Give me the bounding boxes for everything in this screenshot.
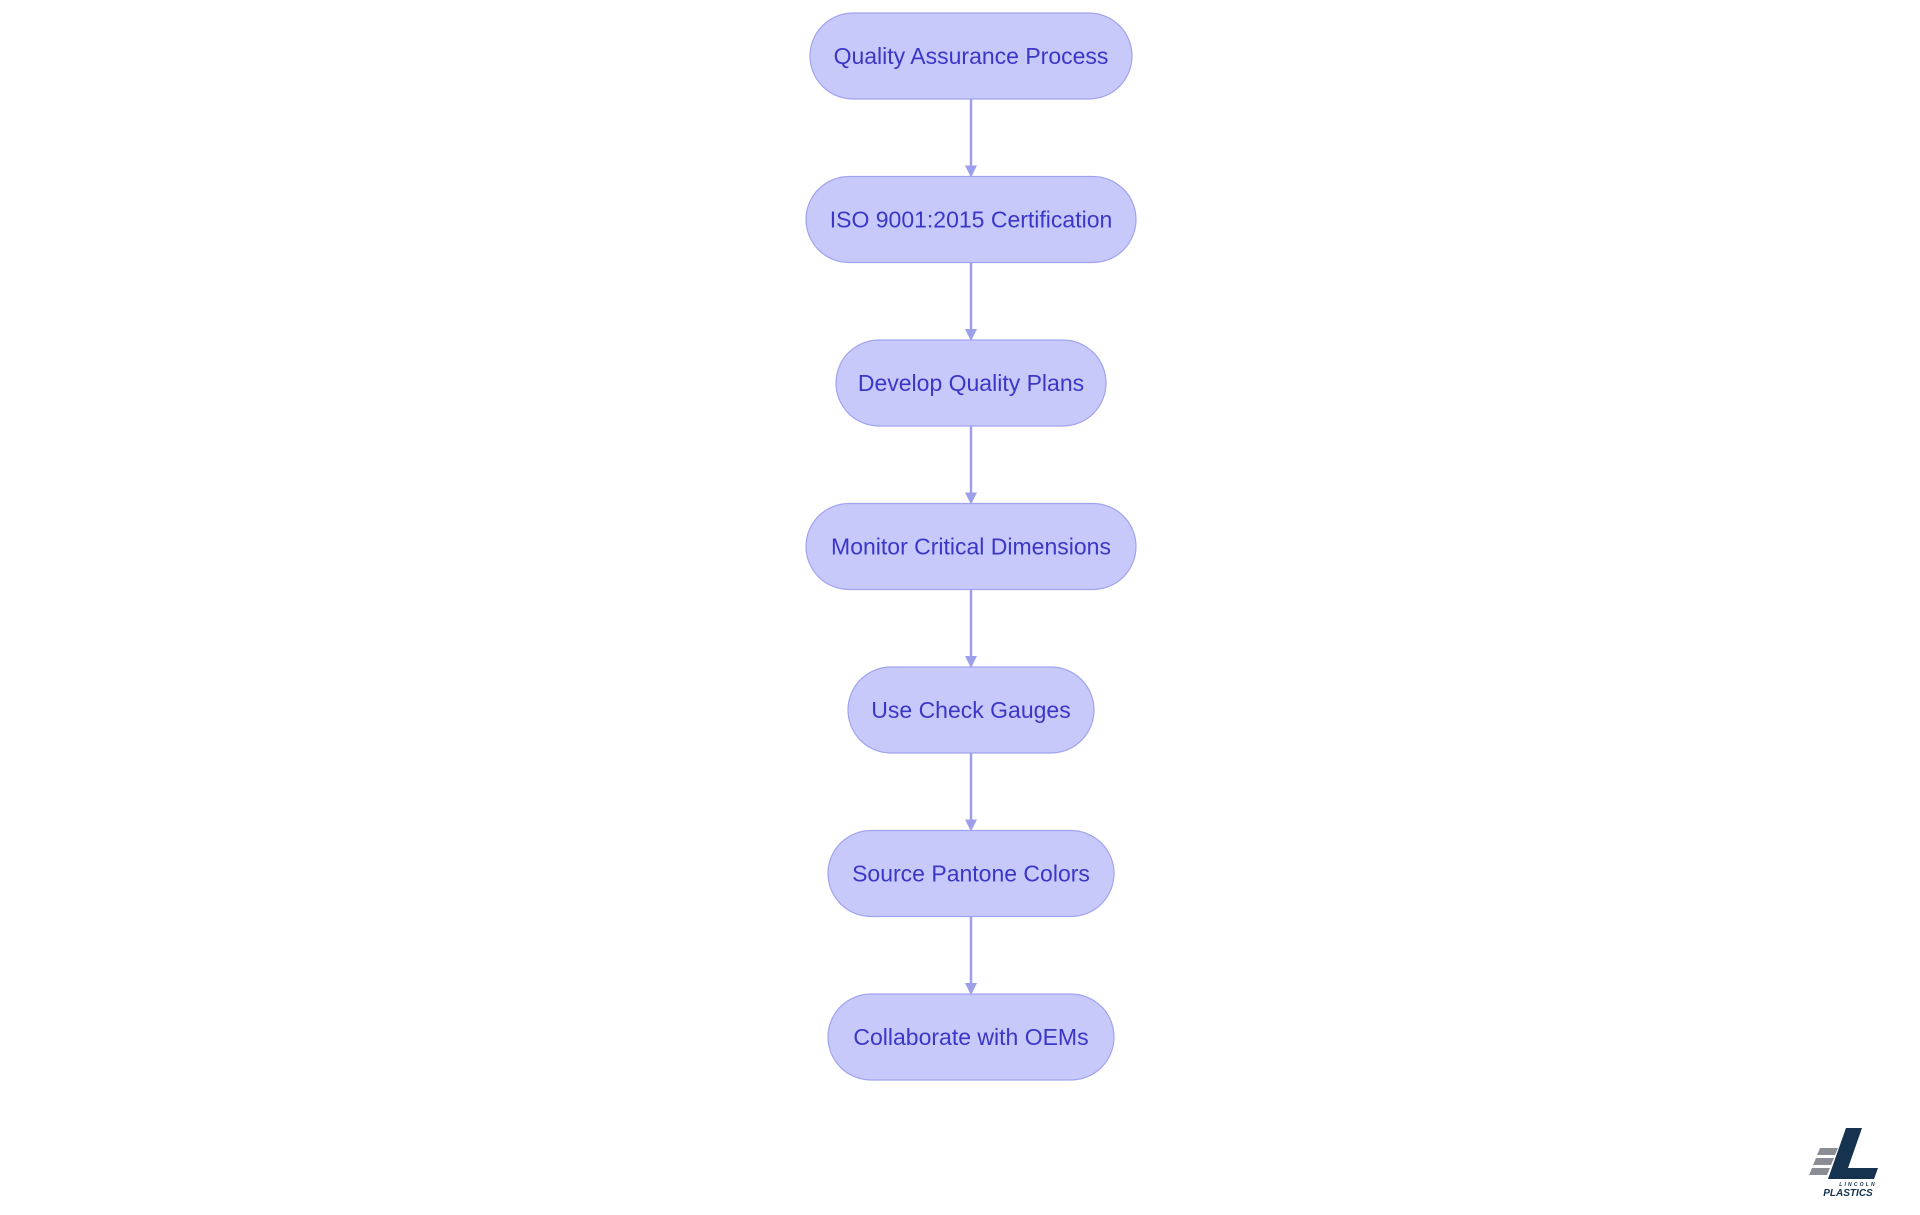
flow-node-shape — [805, 175, 1137, 264]
flow-node-label: ISO 9001:2015 Certification — [830, 207, 1113, 233]
logo-letter-icon — [1828, 1128, 1878, 1179]
flow-node: ISO 9001:2015 Certification — [805, 175, 1137, 264]
flow-node-label: Collaborate with OEMs — [853, 1024, 1088, 1050]
flow-node-label: Quality Assurance Process — [834, 43, 1109, 69]
flow-node-shape — [827, 993, 1115, 1081]
logo-top-word: LINCOLN — [1839, 1182, 1877, 1188]
flow-node-label: Develop Quality Plans — [858, 370, 1084, 396]
flow-node: Quality Assurance Process — [809, 12, 1133, 100]
flow-node-label: Monitor Critical Dimensions — [831, 534, 1111, 560]
flow-node: Source Pantone Colors — [827, 829, 1115, 918]
flow-node-shape — [805, 502, 1137, 591]
flow-node-shape — [809, 12, 1133, 100]
flow-node: Develop Quality Plans — [835, 339, 1107, 427]
flow-node: Use Check Gauges — [847, 666, 1095, 754]
flow-node-label: Source Pantone Colors — [852, 861, 1090, 887]
flow-node: Collaborate with OEMs — [827, 993, 1115, 1081]
flow-node-shape — [847, 666, 1095, 754]
flow-node-label: Use Check Gauges — [871, 697, 1070, 723]
logo-bar-icon — [1817, 1148, 1838, 1155]
lincoln-plastics-logo: LINCOLN PLASTICS — [1809, 1128, 1878, 1199]
flow-node-shape — [835, 339, 1107, 427]
logo-bottom-word: PLASTICS — [1823, 1188, 1873, 1199]
logo-bar-icon — [1813, 1158, 1834, 1165]
flow-node: Monitor Critical Dimensions — [805, 502, 1137, 591]
flow-node-shape — [827, 829, 1115, 918]
logo-bar-icon — [1809, 1168, 1830, 1175]
